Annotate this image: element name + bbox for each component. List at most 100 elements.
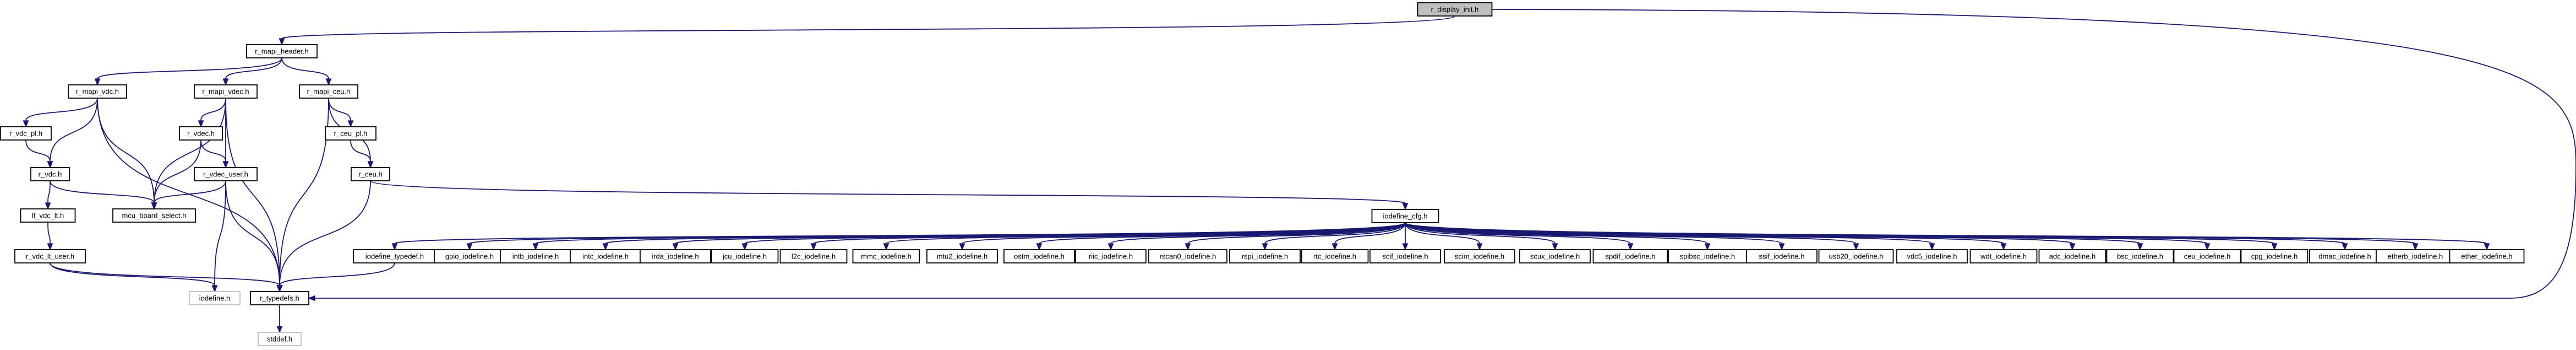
node-label: r_vdc.h bbox=[39, 170, 62, 179]
node-r-vdc-pl[interactable]: r_vdc_pl.h bbox=[0, 126, 52, 141]
node-iodefine[interactable]: iodefine.h bbox=[189, 291, 241, 305]
node-label: spdif_iodefine.h bbox=[1605, 252, 1655, 261]
edge-lf-vdc-lt-to-r-vdc-lt-user bbox=[47, 222, 53, 251]
node-rtc-iodefine[interactable]: rtc_iodefine.h bbox=[1301, 249, 1369, 263]
edge-r-display-init-to-r-typedefs bbox=[308, 9, 2576, 301]
node-label: r_ceu_pl.h bbox=[334, 130, 368, 138]
node-l2c-iodefine[interactable]: l2c_iodefine.h bbox=[779, 249, 848, 263]
node-vdc5-iodefine[interactable]: vdc5_iodefine.h bbox=[1896, 249, 1968, 263]
edge-r-ceu-to-iodefine-cfg bbox=[370, 180, 1409, 211]
node-ceu-iodefine[interactable]: ceu_iodefine.h bbox=[2173, 249, 2241, 263]
node-usb20-iodefine[interactable]: usb20_iodefine.h bbox=[1818, 249, 1894, 263]
node-box bbox=[112, 208, 196, 223]
node-label: rscan0_iodefine.h bbox=[1160, 252, 1216, 261]
node-spdif-iodefine[interactable]: spdif_iodefine.h bbox=[1592, 249, 1668, 263]
edge-r-vdec-to-r-vdec-user bbox=[200, 139, 229, 169]
node-scif-iodefine[interactable]: scif_iodefine.h bbox=[1369, 249, 1441, 263]
node-spibsc-iodefine[interactable]: spibsc_iodefine.h bbox=[1668, 249, 1747, 263]
node-r-ceu[interactable]: r_ceu.h bbox=[351, 167, 390, 181]
node-box bbox=[2173, 249, 2241, 263]
edge-r-mapi-header-to-r-mapi-vdc bbox=[94, 57, 282, 86]
edge-r-mapi-ceu-to-r-ceu-pl bbox=[328, 98, 354, 128]
node-label: r_mapi_vdec.h bbox=[202, 88, 249, 96]
node-scim-iodefine[interactable]: scim_iodefine.h bbox=[1444, 249, 1515, 263]
node-cpg-iodefine[interactable]: cpg_iodefine.h bbox=[2240, 249, 2308, 263]
node-box bbox=[30, 167, 70, 181]
node-label: r_ceu.h bbox=[358, 170, 382, 179]
node-box bbox=[1301, 249, 1369, 263]
node-box bbox=[779, 249, 848, 263]
node-r-mapi-vdc[interactable]: r_mapi_vdc.h bbox=[68, 84, 127, 99]
edge-iodefine-cfg-to-ostm-iodefine bbox=[1036, 222, 1406, 251]
node-box bbox=[1417, 2, 1493, 17]
node-rspi-iodefine[interactable]: rspi_iodefine.h bbox=[1229, 249, 1301, 263]
edge-r-mapi-header-to-r-mapi-vdec bbox=[222, 57, 282, 86]
node-rscan0-iodefine[interactable]: rscan0_iodefine.h bbox=[1148, 249, 1227, 263]
edge-iodefine-typedef-to-r-typedefs bbox=[276, 262, 395, 293]
node-ostm-iodefine[interactable]: ostm_iodefine.h bbox=[1003, 249, 1075, 263]
node-label: mtu2_iodefine.h bbox=[937, 252, 988, 261]
node-riic-iodefine[interactable]: riic_iodefine.h bbox=[1075, 249, 1147, 263]
node-box bbox=[1592, 249, 1668, 263]
node-label: scux_iodefine.h bbox=[1530, 252, 1580, 261]
node-iodefine-cfg[interactable]: iodefine_cfg.h bbox=[1371, 209, 1439, 223]
node-ssif-iodefine[interactable]: ssif_iodefine.h bbox=[1746, 249, 1818, 263]
node-box bbox=[1371, 209, 1439, 223]
node-gpio-iodefine[interactable]: gpio_iodefine.h bbox=[434, 249, 505, 263]
node-r-vdec-user[interactable]: r_vdec_user.h bbox=[194, 167, 258, 181]
node-label: etherb_iodefine.h bbox=[2388, 252, 2443, 261]
node-box bbox=[246, 44, 318, 58]
edge-r-vdc-to-mcu-board-select bbox=[50, 180, 157, 210]
node-r-vdc-lt-user[interactable]: r_vdc_lt_user.h bbox=[14, 249, 86, 263]
edge-iodefine-cfg-to-rscan0-iodefine bbox=[1185, 222, 1406, 251]
node-iodefine-typedef[interactable]: iodefine_typedef.h bbox=[353, 249, 436, 263]
edge-r-ceu-pl-to-r-ceu bbox=[350, 139, 374, 169]
node-dmac-iodefine[interactable]: dmac_iodefine.h bbox=[2309, 249, 2381, 263]
edge-iodefine-cfg-to-scif-iodefine bbox=[1402, 222, 1409, 251]
node-box bbox=[500, 249, 571, 263]
node-mcu-board-select[interactable]: mcu_board_select.h bbox=[112, 208, 196, 223]
node-lf-vdc-lt[interactable]: lf_vdc_lt.h bbox=[20, 208, 76, 223]
edge-iodefine-cfg-to-scux-iodefine bbox=[1405, 222, 1558, 251]
file-nodes: r_display_init.h r_mapi_header.h r_mapi_vd… bbox=[0, 2, 2525, 346]
edge-r-mapi-vdc-to-r-vdc bbox=[47, 98, 98, 169]
node-box bbox=[1369, 249, 1441, 263]
node-label: gpio_iodefine.h bbox=[445, 252, 494, 261]
node-adc-iodefine[interactable]: adc_iodefine.h bbox=[2038, 249, 2106, 263]
edge-r-vdc-pl-to-r-vdc bbox=[25, 139, 53, 169]
node-r-mapi-vdec[interactable]: r_mapi_vdec.h bbox=[194, 84, 258, 99]
node-bsc-iodefine[interactable]: bsc_iodefine.h bbox=[2106, 249, 2174, 263]
node-box bbox=[1818, 249, 1894, 263]
node-label: ceu_iodefine.h bbox=[2184, 252, 2231, 261]
edge-r-vdec-user-to-r-typedefs bbox=[225, 180, 283, 293]
node-r-mapi-ceu[interactable]: r_mapi_ceu.h bbox=[299, 84, 358, 99]
edge-r-mapi-vdc-to-r-vdc-pl bbox=[23, 98, 98, 128]
node-irda-iodefine[interactable]: irda_iodefine.h bbox=[640, 249, 711, 263]
node-r-mapi-header[interactable]: r_mapi_header.h bbox=[246, 44, 318, 58]
node-label: iodefine.h bbox=[199, 294, 230, 303]
edge-iodefine-cfg-to-ether-iodefine bbox=[1405, 222, 2490, 251]
node-scux-iodefine[interactable]: scux_iodefine.h bbox=[1519, 249, 1591, 263]
node-stddef[interactable]: stddef.h bbox=[258, 332, 302, 346]
edge-r-mapi-vdec-to-r-vdec bbox=[198, 98, 226, 128]
node-box bbox=[1444, 249, 1515, 263]
node-label: riic_iodefine.h bbox=[1089, 252, 1133, 261]
node-ether-iodefine[interactable]: ether_iodefine.h bbox=[2449, 249, 2525, 263]
node-wdt-iodefine[interactable]: wdt_iodefine.h bbox=[1969, 249, 2038, 263]
node-etherb-iodefine[interactable]: etherb_iodefine.h bbox=[2376, 249, 2455, 263]
node-label: cpg_iodefine.h bbox=[2251, 252, 2298, 261]
edge-r-mapi-vdc-to-mcu-board-select bbox=[97, 98, 157, 210]
node-jcu-iodefine[interactable]: jcu_iodefine.h bbox=[711, 249, 779, 263]
node-r-vdc[interactable]: r_vdc.h bbox=[30, 167, 70, 181]
node-intc-iodefine[interactable]: intc_iodefine.h bbox=[570, 249, 641, 263]
node-box bbox=[325, 126, 376, 141]
node-r-typedefs[interactable]: r_typedefs.h bbox=[250, 291, 309, 305]
node-r-vdec[interactable]: r_vdec.h bbox=[179, 126, 223, 141]
node-mmc-iodefine[interactable]: mmc_iodefine.h bbox=[852, 249, 920, 263]
node-intb-iodefine[interactable]: intb_iodefine.h bbox=[500, 249, 571, 263]
node-r-display-init[interactable]: r_display_init.h bbox=[1417, 2, 1493, 17]
edge-r-mapi-header-to-r-mapi-ceu bbox=[281, 57, 332, 86]
node-r-ceu-pl[interactable]: r_ceu_pl.h bbox=[325, 126, 376, 141]
node-mtu2-iodefine[interactable]: mtu2_iodefine.h bbox=[926, 249, 998, 263]
